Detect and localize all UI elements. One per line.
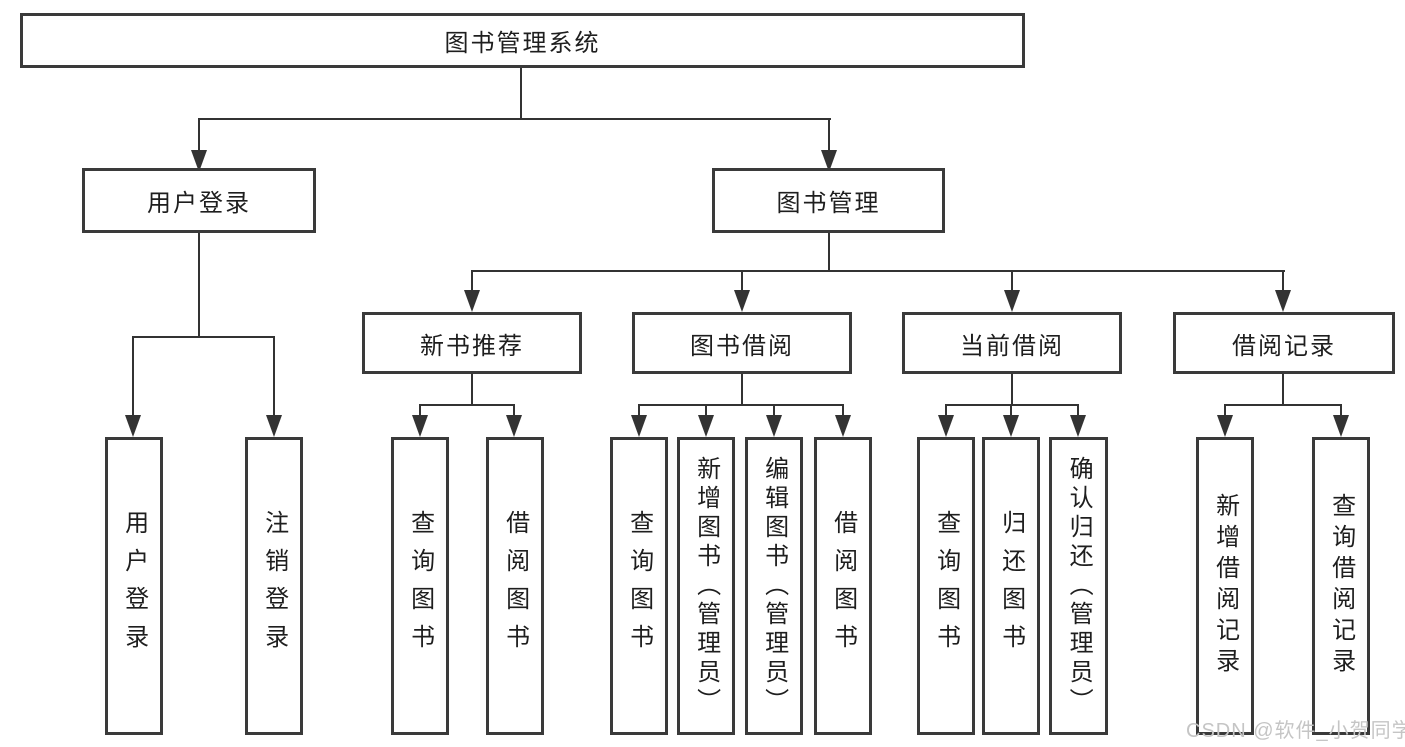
leaf-label: 注销登录 (260, 510, 288, 662)
connector-drop (419, 404, 421, 417)
connector-drop (513, 404, 515, 417)
arrow-down-icon (1003, 415, 1019, 437)
leaf-borrow-books: 借阅图书 (814, 437, 872, 735)
connector-drop (705, 404, 707, 417)
leaf-label: 编辑图书（管理员） (760, 455, 788, 717)
connector-drop (842, 404, 844, 417)
arrow-down-icon (1333, 415, 1349, 437)
node-borrowing-records: 借阅记录 (1173, 312, 1395, 374)
arrow-down-icon (1004, 290, 1020, 312)
leaf-user-login: 用户登录 (105, 437, 163, 735)
connector-stem (1282, 374, 1284, 406)
connector-stem (741, 374, 743, 406)
node-user-login: 用户登录 (82, 168, 316, 233)
node-new-book-recommendation: 新书推荐 (362, 312, 582, 374)
leaf-label: 查询图书 (932, 510, 960, 662)
connector-stem (198, 233, 200, 338)
connector-rail (638, 404, 844, 406)
connector-rail (420, 404, 515, 406)
connector-rail (132, 336, 275, 338)
leaf-label: 用户登录 (120, 510, 148, 662)
arrow-down-icon (506, 415, 522, 437)
leaf-add-books-admin: 新增图书（管理员） (677, 437, 735, 735)
arrow-down-icon (766, 415, 782, 437)
connector-drop (1224, 404, 1226, 417)
leaf-label: 查询图书 (406, 510, 434, 662)
connector-rail (945, 404, 1079, 406)
leaf-query-books-current: 查询图书 (917, 437, 975, 735)
node-library-management-system: 图书管理系统 (20, 13, 1025, 68)
leaf-label: 确认归还（管理员） (1065, 455, 1093, 717)
leaf-logout: 注销登录 (245, 437, 303, 735)
connector-drop (198, 118, 200, 152)
leaf-label: 查询图书 (625, 510, 653, 662)
connector-drop (828, 118, 830, 152)
leaf-label: 归还图书 (997, 510, 1025, 662)
leaf-label: 借阅图书 (501, 510, 529, 662)
leaf-query-books-recommend: 查询图书 (391, 437, 449, 735)
connector-drop (1282, 270, 1284, 292)
leaf-query-borrow-record: 查询借阅记录 (1312, 437, 1370, 735)
leaf-label: 查询借阅记录 (1327, 493, 1355, 679)
arrow-down-icon (1070, 415, 1086, 437)
connector-stem (471, 374, 473, 406)
connector-drop (132, 336, 134, 417)
connector-drop (945, 404, 947, 417)
connector-rail (471, 270, 1285, 272)
arrow-down-icon (125, 415, 141, 437)
connector-drop (273, 336, 275, 417)
connector-drop (471, 270, 473, 292)
connector-drop (1077, 404, 1079, 417)
arrow-down-icon (266, 415, 282, 437)
leaf-query-books-borrow: 查询图书 (610, 437, 668, 735)
arrow-down-icon (464, 290, 480, 312)
connector-drop (1010, 404, 1012, 417)
leaf-borrow-books-recommend: 借阅图书 (486, 437, 544, 735)
arrow-down-icon (412, 415, 428, 437)
leaf-edit-books-admin: 编辑图书（管理员） (745, 437, 803, 735)
connector-drop (1340, 404, 1342, 417)
connector-stem (1011, 374, 1013, 406)
connector-drop (741, 270, 743, 292)
arrow-down-icon (835, 415, 851, 437)
leaf-label: 新增图书（管理员） (692, 455, 720, 717)
leaf-confirm-return-admin: 确认归还（管理员） (1049, 437, 1108, 735)
connector-rail (1224, 404, 1342, 406)
arrow-down-icon (938, 415, 954, 437)
connector-drop (1011, 270, 1013, 292)
node-book-borrowing: 图书借阅 (632, 312, 852, 374)
arrow-down-icon (191, 150, 207, 172)
connector-stem (828, 233, 830, 272)
arrow-down-icon (698, 415, 714, 437)
connector-stem (520, 68, 522, 120)
arrow-down-icon (1217, 415, 1233, 437)
connector-drop (638, 404, 640, 417)
leaf-add-borrow-record: 新增借阅记录 (1196, 437, 1254, 735)
arrow-down-icon (631, 415, 647, 437)
leaf-label: 新增借阅记录 (1211, 493, 1239, 679)
connector-rail (198, 118, 831, 120)
node-current-borrowing: 当前借阅 (902, 312, 1122, 374)
leaf-return-books: 归还图书 (982, 437, 1040, 735)
leaf-label: 借阅图书 (829, 510, 857, 662)
arrow-down-icon (734, 290, 750, 312)
csdn-watermark: CSDN @软件_小贺同学 (1186, 720, 1405, 742)
connector-drop (773, 404, 775, 417)
node-book-management: 图书管理 (712, 168, 945, 233)
arrow-down-icon (1275, 290, 1291, 312)
arrow-down-icon (821, 150, 837, 172)
